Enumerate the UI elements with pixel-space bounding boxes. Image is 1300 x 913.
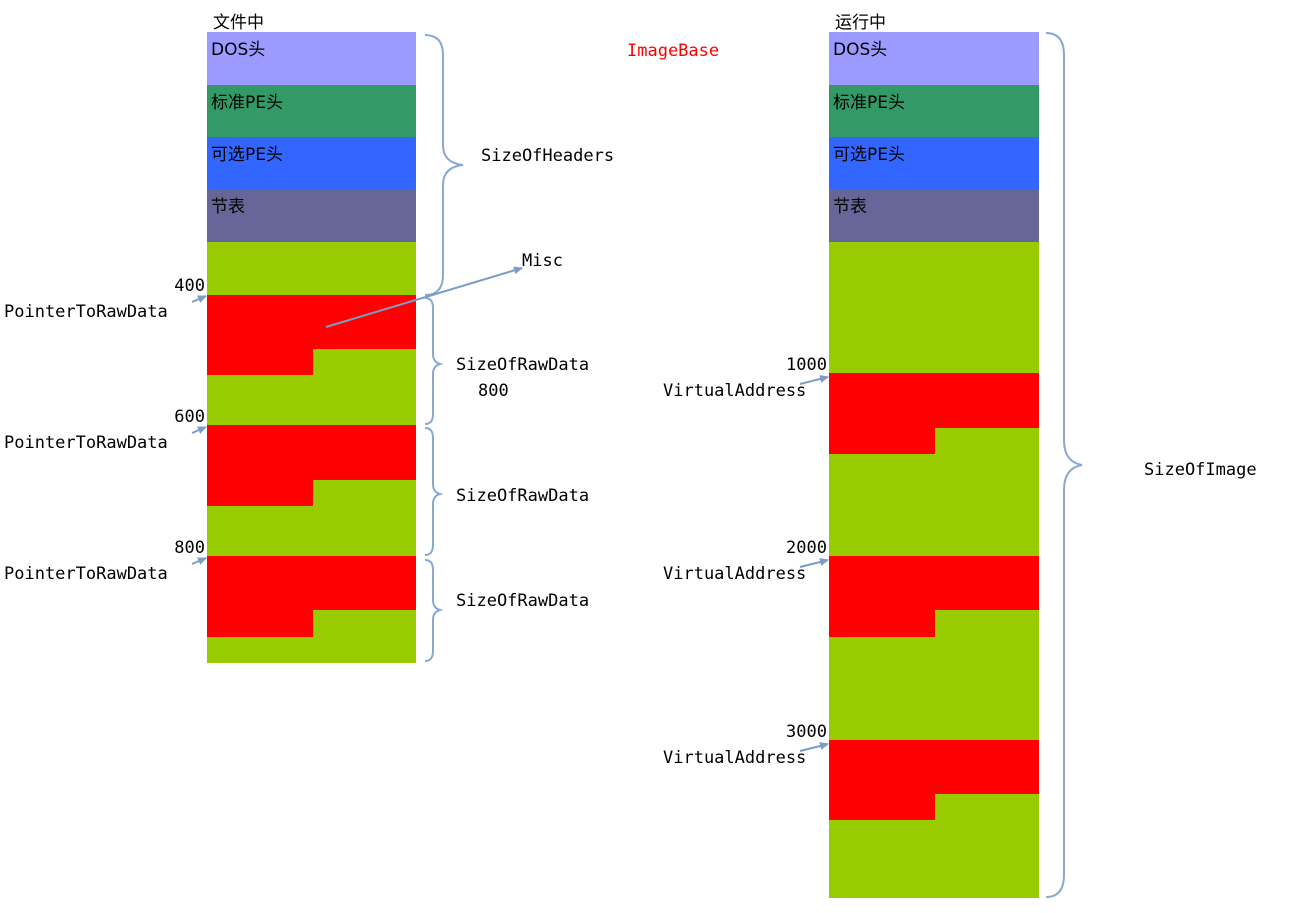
virtual-address-arrow-1 [799,375,829,385]
virtual-address-arrow-3 [799,742,829,752]
mem-dos-block [829,32,1039,85]
mem-section-table-block [829,189,1039,242]
file-header-padding [207,242,416,295]
memory-view-title: 运行中 [835,13,886,33]
file-pe-std-block [207,85,416,137]
mem-dos-label: DOS头 [833,40,887,60]
file-pointer-label-3: PointerToRawData [4,564,168,584]
misc-label: Misc [522,251,563,271]
mem-section-table-label: 节表 [833,197,867,217]
file-pe-opt-label: 可选PE头 [211,145,283,165]
file-pe-opt-block [207,137,416,189]
virtual-address-arrow-2 [799,558,829,568]
virtual-address-value-3: 3000 [786,722,827,742]
file-dos-block [207,32,416,85]
file-section-2-data [207,425,416,506]
size-of-raw-data-brace-3 [424,559,444,662]
virtual-address-label-3: VirtualAddress [663,748,806,768]
size-of-raw-data-label-1: SizeOfRawData [456,355,589,375]
file-view-title: 文件中 [213,13,264,33]
memory-column: 运行中 DOS头 标准PE头 可选PE头 节表 [829,13,1039,898]
file-dos-label: DOS头 [211,40,265,60]
file-column: 文件中 DOS头 标准PE头 可选PE头 节表 [207,13,416,663]
file-section-table-block [207,189,416,242]
file-pointer-label-1: PointerToRawData [4,302,168,322]
file-offset-3: 800 [174,538,205,558]
size-of-image-brace [1045,32,1083,898]
size-of-raw-data-label-2: SizeOfRawData [456,486,589,506]
mem-section-1-data [829,373,1039,454]
image-base-label: ImageBase [627,41,719,61]
size-of-headers-brace [424,34,464,296]
misc-annotation: Misc [325,251,563,328]
misc-arrow [325,266,523,328]
file-braces: SizeOfHeaders SizeOfRawData 800 SizeOfRa… [424,34,614,662]
size-of-raw-data-label-3: SizeOfRawData [456,591,589,611]
mem-pe-opt-block [829,137,1039,189]
virtual-address-label-2: VirtualAddress [663,564,806,584]
virtual-address-label-1: VirtualAddress [663,381,806,401]
mem-pe-std-block [829,85,1039,137]
file-section-3-data [207,556,416,637]
size-of-raw-data-brace-2 [424,427,444,556]
mem-pe-opt-label: 可选PE头 [833,145,905,165]
size-of-image-label: SizeOfImage [1144,460,1257,480]
file-pe-std-label: 标准PE头 [211,93,283,113]
virtual-address-value-2: 2000 [786,538,827,558]
file-section-table-label: 节表 [211,197,245,217]
file-offset-1: 400 [174,276,205,296]
file-pointer-label-2: PointerToRawData [4,433,168,453]
file-offset-2: 600 [174,407,205,427]
file-pointer-arrow-3 [191,557,207,565]
mem-pe-std-label: 标准PE头 [833,93,905,113]
file-pointer-arrow-1 [191,295,207,303]
file-pointer-arrow-2 [191,426,207,434]
size-of-image-annotation: SizeOfImage [1045,32,1257,898]
file-pointers: 400 PointerToRawData 600 PointerToRawDat… [4,276,207,584]
mem-section-2-data [829,556,1039,637]
memory-pointers: 1000 2000 3000 VirtualAddress VirtualAdd… [663,355,829,768]
size-of-headers-label: SizeOfHeaders [481,146,614,166]
size-of-raw-data-brace-1 [424,297,444,425]
virtual-address-value-1: 1000 [786,355,827,375]
size-of-raw-data-value-1: 800 [478,381,509,401]
mem-section-3-data [829,740,1039,820]
